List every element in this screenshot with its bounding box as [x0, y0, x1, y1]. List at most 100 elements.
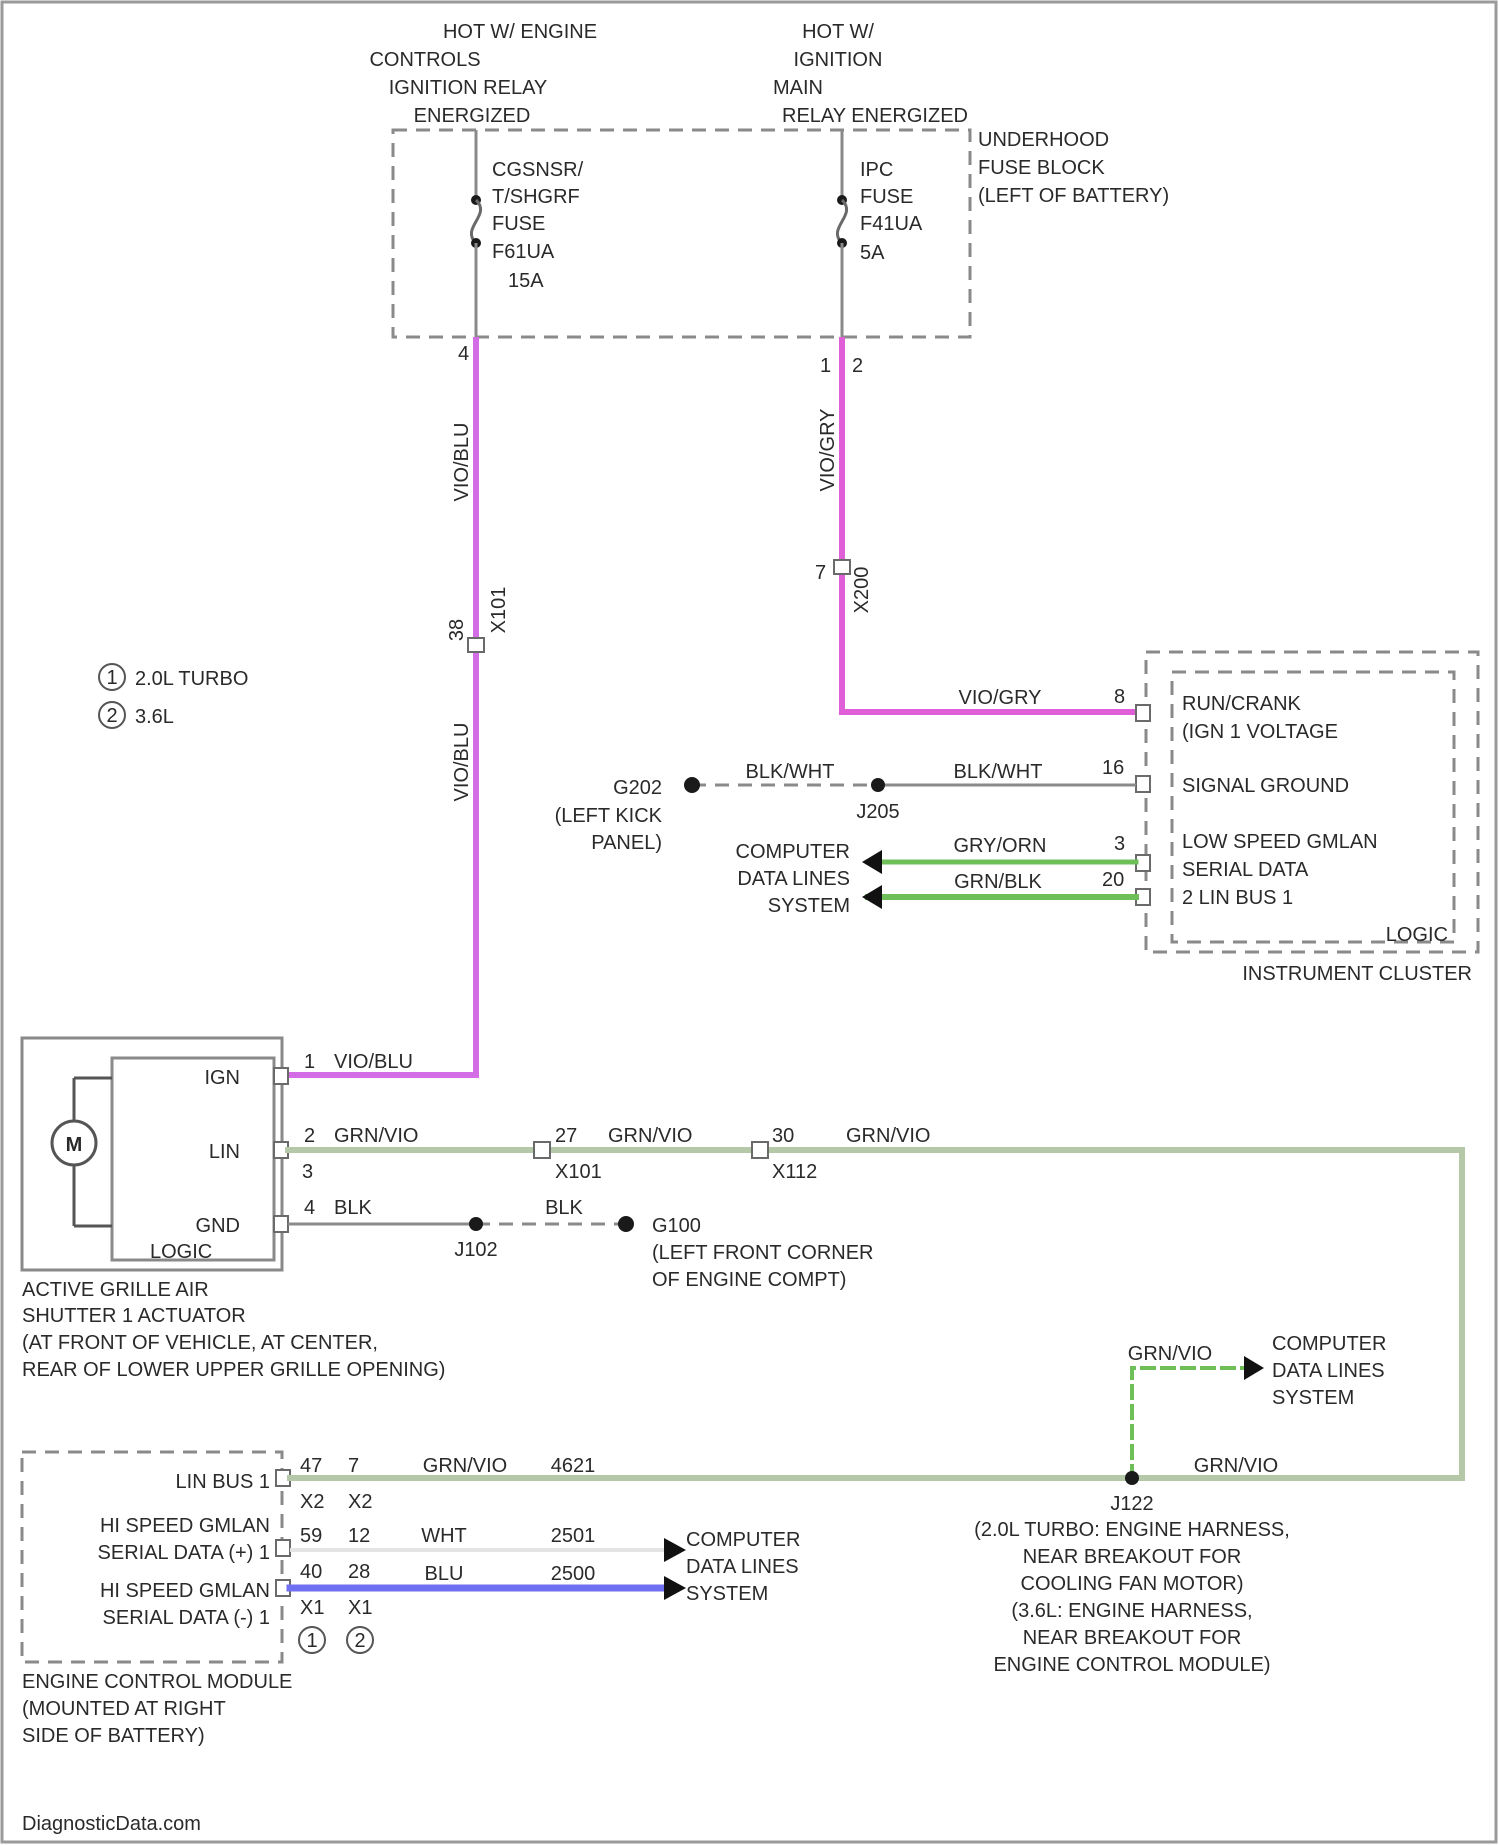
- actuator-pin2-wire: GRN/VIO: [334, 1125, 418, 1147]
- splice-j102: [469, 1217, 483, 1231]
- svg-text:SIGNAL GROUND: SIGNAL GROUND: [1182, 775, 1349, 797]
- svg-text:2: 2: [106, 705, 117, 727]
- ground-g100-symbol: [618, 1216, 634, 1232]
- fuse-f41ua: [837, 130, 847, 337]
- svg-text:LIN BUS 1: LIN BUS 1: [176, 1471, 270, 1493]
- svg-text:FUSE: FUSE: [492, 213, 545, 235]
- lin-bus-wire: [288, 1150, 1462, 1478]
- vio-gry-wire: [842, 340, 1136, 712]
- svg-text:MAIN: MAIN: [773, 77, 823, 99]
- svg-text:(MOUNTED AT RIGHT: (MOUNTED AT RIGHT: [22, 1698, 226, 1720]
- svg-text:M: M: [66, 1134, 83, 1156]
- engine-relay-label: HOT W/ ENGINE CONTROLS IGNITION RELAY EN…: [369, 21, 597, 127]
- svg-text:(3.6L: ENGINE HARNESS,: (3.6L: ENGINE HARNESS,: [1011, 1600, 1252, 1622]
- actuator-pin2-num: 2: [304, 1125, 315, 1147]
- splice-j122-dot: [1125, 1471, 1139, 1485]
- svg-text:1: 1: [306, 1630, 317, 1652]
- svg-text:(LEFT KICK: (LEFT KICK: [555, 805, 663, 827]
- svg-text:7: 7: [348, 1455, 359, 1477]
- svg-text:F61UA: F61UA: [492, 241, 555, 263]
- svg-text:ENGINE CONTROL MODULE): ENGINE CONTROL MODULE): [993, 1654, 1270, 1676]
- svg-text:LOW SPEED GMLAN: LOW SPEED GMLAN: [1182, 831, 1378, 853]
- ecm-data-arrow-2: [664, 1576, 686, 1600]
- svg-text:FUSE BLOCK: FUSE BLOCK: [978, 157, 1105, 179]
- svg-text:SHUTTER 1 ACTUATOR: SHUTTER 1 ACTUATOR: [22, 1305, 246, 1327]
- ground-g202-symbol: [684, 777, 700, 793]
- legend-1-text: 2.0L TURBO: [135, 668, 248, 690]
- fuse-f61ua-label: CGSNSR/ T/SHGRF FUSE F61UA 15A: [492, 159, 584, 292]
- actuator-pin-4: [274, 1216, 288, 1232]
- svg-text:OF ENGINE COMPT): OF ENGINE COMPT): [652, 1269, 846, 1291]
- svg-text:BLU: BLU: [425, 1563, 464, 1585]
- ecm-internal-labels: LIN BUS 1 HI SPEED GMLAN SERIAL DATA (+)…: [98, 1471, 270, 1629]
- svg-text:X1: X1: [348, 1597, 372, 1619]
- gry-orn-label: GRY/ORN: [954, 835, 1047, 857]
- svg-text:(AT FRONT OF VEHICLE, AT CENTE: (AT FRONT OF VEHICLE, AT CENTER,: [22, 1332, 378, 1354]
- svg-text:(2.0L TURBO: ENGINE HARNESS,: (2.0L TURBO: ENGINE HARNESS,: [974, 1519, 1290, 1541]
- svg-text:15A: 15A: [508, 270, 544, 292]
- svg-text:SYSTEM: SYSTEM: [1272, 1387, 1354, 1409]
- cluster-data-arrow-1: [862, 850, 882, 874]
- legend-2-text: 3.6L: [135, 706, 174, 728]
- actuator-pin3-num: 3: [302, 1161, 313, 1183]
- actuator-pin1-wire: VIO/BLU: [334, 1051, 413, 1073]
- svg-text:X101: X101: [555, 1161, 602, 1183]
- ground-g100-label: G100: [652, 1215, 701, 1237]
- svg-text:59: 59: [300, 1525, 322, 1547]
- svg-text:NEAR BREAKOUT FOR: NEAR BREAKOUT FOR: [1023, 1546, 1242, 1568]
- actuator-pin1-num: 1: [304, 1051, 315, 1073]
- ground-g202-label: G202: [613, 777, 662, 799]
- footer-watermark: DiagnosticData.com: [22, 1813, 201, 1835]
- svg-text:27: 27: [555, 1125, 577, 1147]
- instrument-cluster-name: INSTRUMENT CLUSTER: [1242, 963, 1472, 985]
- svg-text:7: 7: [815, 562, 826, 584]
- actuator-ign-label: IGN: [204, 1067, 240, 1089]
- fuse-f61ua: [471, 130, 481, 337]
- svg-text:COMPUTER: COMPUTER: [686, 1529, 800, 1551]
- svg-text:SERIAL DATA: SERIAL DATA: [1182, 859, 1309, 881]
- svg-text:F41UA: F41UA: [860, 213, 923, 235]
- svg-text:ACTIVE GRILLE AIR: ACTIVE GRILLE AIR: [22, 1279, 209, 1301]
- svg-text:16: 16: [1102, 757, 1124, 779]
- svg-text:X112: X112: [772, 1161, 817, 1183]
- svg-text:2500: 2500: [551, 1563, 596, 1585]
- svg-text:REAR OF LOWER UPPER GRILLE OPE: REAR OF LOWER UPPER GRILLE OPENING): [22, 1359, 445, 1381]
- svg-text:X2: X2: [348, 1491, 372, 1513]
- svg-text:COMPUTER: COMPUTER: [736, 841, 850, 863]
- j122-branch-wire-label: GRN/VIO: [1128, 1343, 1212, 1365]
- cluster-pin-rows: 8 RUN/CRANK (IGN 1 VOLTAGE 16 SIGNAL GRO…: [1102, 686, 1378, 909]
- svg-text:NEAR BREAKOUT FOR: NEAR BREAKOUT FOR: [1023, 1627, 1242, 1649]
- vio-blu-wire: [282, 340, 476, 1075]
- ecm-data-arrow-1: [664, 1538, 686, 1562]
- svg-text:PANEL): PANEL): [591, 832, 662, 854]
- svg-text:COMPUTER: COMPUTER: [1272, 1333, 1386, 1355]
- actuator-gnd-label: GND: [196, 1215, 240, 1237]
- svg-text:20: 20: [1102, 869, 1124, 891]
- svg-text:GRN/VIO: GRN/VIO: [608, 1125, 692, 1147]
- svg-text:RELAY ENERGIZED: RELAY ENERGIZED: [782, 105, 968, 127]
- splice-j122: GRN/VIO COMPUTER DATA LINES SYSTEM GRN/V…: [1110, 1333, 1386, 1515]
- svg-text:T/SHGRF: T/SHGRF: [492, 186, 580, 208]
- svg-text:2 LIN BUS 1: 2 LIN BUS 1: [1182, 887, 1293, 909]
- actuator-logic-label: LOGIC: [150, 1241, 212, 1263]
- svg-text:CGSNSR/: CGSNSR/: [492, 159, 584, 181]
- ecm-lin-wire-label: GRN/VIO: [423, 1455, 507, 1477]
- svg-text:HI SPEED GMLAN: HI SPEED GMLAN: [100, 1580, 270, 1602]
- svg-text:WHT: WHT: [421, 1525, 467, 1547]
- j122-right-wire-label: GRN/VIO: [1194, 1455, 1278, 1477]
- ground-g100-circuit: J102 BLK G100 (LEFT FRONT CORNER OF ENGI…: [288, 1197, 874, 1291]
- svg-text:28: 28: [348, 1561, 370, 1583]
- svg-text:SIDE OF BATTERY): SIDE OF BATTERY): [22, 1725, 205, 1747]
- svg-text:30: 30: [772, 1125, 794, 1147]
- svg-text:1: 1: [106, 667, 117, 689]
- svg-text:SYSTEM: SYSTEM: [686, 1583, 768, 1605]
- svg-text:8: 8: [1114, 686, 1125, 708]
- ground-wire-left-label: BLK/WHT: [746, 761, 835, 783]
- connector-x112: 30 GRN/VIO X112: [752, 1125, 930, 1183]
- svg-text:COOLING FAN MOTOR): COOLING FAN MOTOR): [1021, 1573, 1244, 1595]
- cluster-data-lines: GRY/ORN GRN/BLK COMPUTER DATA LINES SYST…: [736, 835, 1136, 917]
- vio-blu-vertical-label: VIO/BLU: [451, 423, 473, 502]
- svg-text:X101: X101: [488, 587, 510, 634]
- actuator-lin-label: LIN: [209, 1141, 240, 1163]
- main-relay-label: HOT W/ IGNITION MAIN RELAY ENERGIZED: [773, 21, 968, 127]
